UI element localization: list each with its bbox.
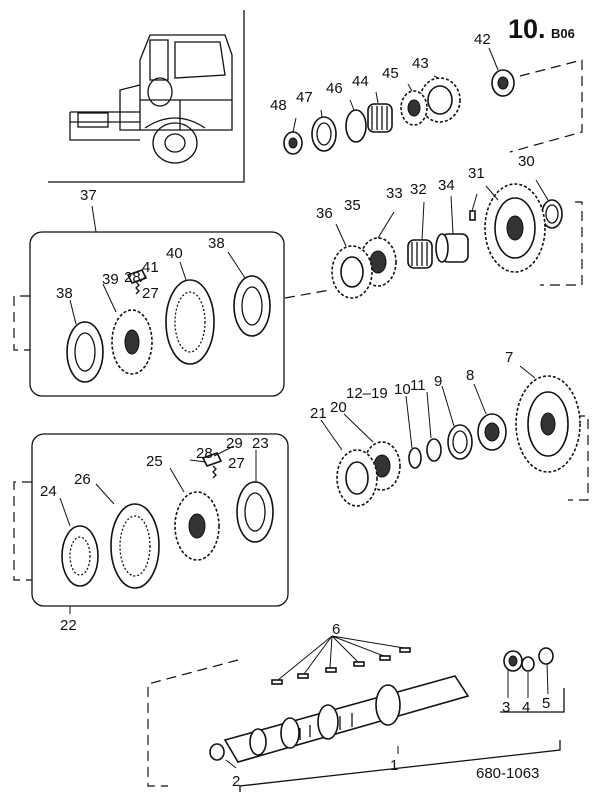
label-34: 34 xyxy=(438,177,455,194)
label-7: 7 xyxy=(505,349,513,366)
ring-47 xyxy=(311,116,337,152)
gear-43 xyxy=(419,77,461,123)
label-31: 31 xyxy=(468,165,485,182)
spring-27-top xyxy=(135,281,140,295)
sheet-number: 10. xyxy=(508,14,546,44)
ring-30 xyxy=(541,199,563,229)
keys-6 xyxy=(271,647,411,685)
gear-45 xyxy=(400,90,428,126)
label-2: 2 xyxy=(232,773,240,790)
sleeve-40 xyxy=(165,279,215,365)
nut-48 xyxy=(283,131,303,155)
bearing-33 xyxy=(407,239,433,269)
truck-inset xyxy=(48,10,245,183)
ring-46 xyxy=(345,109,367,143)
gear-36 xyxy=(331,245,373,299)
group-box-37 xyxy=(29,231,285,397)
ring-10 xyxy=(426,438,442,462)
label-6: 6 xyxy=(332,621,340,638)
label-38-right: 38 xyxy=(208,235,225,252)
label-38-left: 38 xyxy=(56,285,73,302)
spring-27-bottom xyxy=(212,465,217,479)
label-47: 47 xyxy=(296,89,313,106)
gear-7 xyxy=(515,375,581,473)
label-46: 46 xyxy=(326,80,343,97)
label-25: 25 xyxy=(146,453,163,470)
label-12-19: 12–19 xyxy=(346,385,388,402)
label-35: 35 xyxy=(344,197,361,214)
group-box-22 xyxy=(31,433,289,607)
hub-25 xyxy=(174,491,220,561)
drawing-reference: 680-1063 xyxy=(476,765,539,782)
plate-29 xyxy=(201,452,223,467)
sleeve-26 xyxy=(110,503,160,589)
label-9: 9 xyxy=(434,373,442,390)
ring-24 xyxy=(61,525,99,587)
bearing-44 xyxy=(367,103,393,133)
hub-39 xyxy=(111,309,153,375)
label-28-top: 28 xyxy=(124,269,141,286)
label-4: 4 xyxy=(522,699,530,716)
ring-5 xyxy=(538,647,554,665)
label-30: 30 xyxy=(518,153,535,170)
label-43: 43 xyxy=(412,55,429,72)
label-33: 33 xyxy=(386,185,403,202)
gear-31 xyxy=(484,183,546,273)
pin-34 xyxy=(469,210,476,221)
label-48: 48 xyxy=(270,97,287,114)
label-37: 37 xyxy=(80,187,97,204)
label-32: 32 xyxy=(410,181,427,198)
label-28-bottom: 28 xyxy=(196,445,213,462)
ring-9 xyxy=(447,424,473,460)
main-shaft-1 xyxy=(223,675,470,763)
label-44: 44 xyxy=(352,73,369,90)
leader-lines xyxy=(59,47,549,769)
label-26: 26 xyxy=(74,471,91,488)
ring-4 xyxy=(521,656,535,672)
bearing-3 xyxy=(503,650,523,672)
label-3: 3 xyxy=(502,699,510,716)
label-27-bottom: 27 xyxy=(228,455,245,472)
label-24: 24 xyxy=(40,483,57,500)
bearing-8 xyxy=(477,413,507,451)
label-1: 1 xyxy=(390,757,398,774)
label-11: 11 xyxy=(410,377,426,394)
label-45: 45 xyxy=(382,65,399,82)
gear-42 xyxy=(491,69,515,97)
label-36: 36 xyxy=(316,205,333,222)
label-39: 39 xyxy=(102,271,119,288)
ring-2 xyxy=(209,743,225,761)
label-10: 10 xyxy=(394,381,411,398)
label-40: 40 xyxy=(166,245,183,262)
ring-23 xyxy=(236,481,274,543)
label-20: 20 xyxy=(330,399,347,416)
ring-38-left xyxy=(66,321,104,383)
label-22: 22 xyxy=(60,617,77,634)
label-8: 8 xyxy=(466,367,474,384)
sheet-suffix: B06 xyxy=(551,26,575,41)
label-41: 41 xyxy=(142,259,159,276)
plate-41 xyxy=(126,269,148,284)
label-27-top: 27 xyxy=(142,285,159,302)
sleeve-32 xyxy=(435,233,469,263)
ring-38-right xyxy=(233,275,271,337)
label-42: 42 xyxy=(474,31,491,48)
label-21: 21 xyxy=(310,405,327,422)
label-29: 29 xyxy=(226,435,243,452)
label-23: 23 xyxy=(252,435,269,452)
ring-12-19 xyxy=(408,447,422,469)
gear-21 xyxy=(336,449,378,507)
label-5: 5 xyxy=(542,695,550,712)
